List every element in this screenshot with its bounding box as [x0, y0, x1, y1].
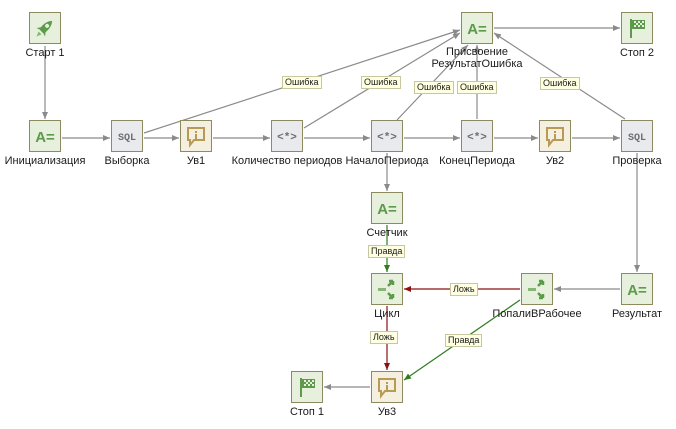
node-label: Количество периодов — [231, 155, 343, 167]
node-label: НачалоПериода — [345, 155, 429, 167]
node-label: Проверка — [612, 155, 662, 167]
node-label: КонецПериода — [439, 155, 515, 167]
node-label: Счетчик — [366, 227, 408, 239]
edge-label: Ошибка — [457, 81, 497, 94]
node-label: Выборка — [104, 155, 150, 167]
node-label: Стоп 1 — [289, 406, 325, 418]
edge-label: Правда — [368, 245, 406, 258]
svg-text:A=: A= — [627, 282, 647, 299]
node-count[interactable]: <*> — [271, 120, 303, 152]
node-pstart[interactable]: <*> — [371, 120, 403, 152]
svg-text:SQL: SQL — [628, 133, 646, 144]
node-label: Ув3 — [377, 406, 397, 418]
svg-text:<*>: <*> — [467, 132, 487, 144]
node-counter[interactable]: A= — [371, 192, 403, 224]
svg-text:<*>: <*> — [377, 132, 397, 144]
edge-check-to-assignerr[interactable] — [493, 32, 626, 120]
node-label: ПопалиВРабочее — [492, 308, 582, 320]
node-result[interactable]: A= — [621, 273, 653, 305]
node-label: Ув2 — [545, 155, 565, 167]
node-stop2[interactable] — [621, 12, 653, 44]
node-uv2[interactable] — [539, 120, 571, 152]
node-pend[interactable]: <*> — [461, 120, 493, 152]
svg-text:SQL: SQL — [118, 133, 136, 144]
node-assignerr[interactable]: A= — [461, 12, 493, 44]
node-select[interactable]: SQL — [111, 120, 143, 152]
edge-label: Ошибка — [282, 76, 322, 89]
edge-label: Правда — [445, 334, 483, 347]
node-stop1[interactable] — [291, 371, 323, 403]
node-label: Стоп 2 — [619, 47, 655, 59]
edge-label: Ошибка — [414, 81, 454, 94]
edge-label: Ложь — [370, 331, 398, 344]
node-inwork[interactable] — [521, 273, 553, 305]
svg-text:A=: A= — [467, 21, 487, 38]
node-loop[interactable] — [371, 273, 403, 305]
svg-text:<*>: <*> — [277, 132, 297, 144]
node-start1[interactable] — [29, 12, 61, 44]
svg-text:A=: A= — [377, 201, 397, 218]
edge-label: Ошибка — [540, 77, 580, 90]
edge-label: Ложь — [450, 283, 478, 296]
node-label: Результат — [611, 308, 663, 320]
node-label: РезультатОшибка — [431, 58, 523, 70]
node-label: Инициализация — [4, 155, 86, 167]
node-label: Цикл — [374, 308, 400, 320]
node-uv3[interactable] — [371, 371, 403, 403]
node-init[interactable]: A= — [29, 120, 61, 152]
node-label: Ув1 — [186, 155, 206, 167]
svg-text:A=: A= — [35, 129, 55, 146]
node-uv1[interactable] — [180, 120, 212, 152]
node-label: Старт 1 — [25, 47, 65, 59]
edge-label: Ошибка — [361, 76, 401, 89]
node-check[interactable]: SQL — [621, 120, 653, 152]
node-label: Присвоение — [446, 46, 508, 58]
